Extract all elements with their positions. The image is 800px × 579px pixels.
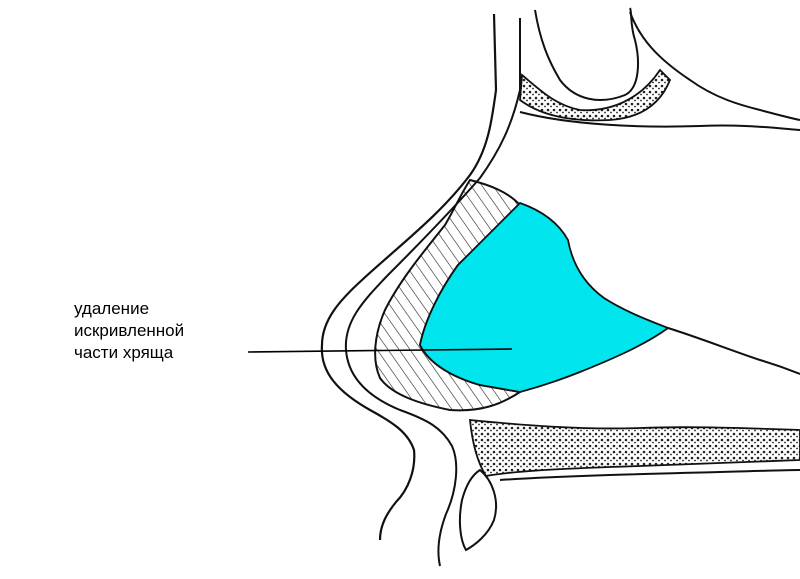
incisor-outline (458, 468, 498, 552)
palate-lower-line (499, 469, 800, 481)
annotation-leader-line (247, 348, 513, 353)
vomer-line (667, 327, 800, 375)
sphenoid-outline (629, 11, 800, 121)
hard-palate (468, 418, 800, 477)
nasal-bone-upper (534, 7, 639, 101)
annotation-line-3: части хряща (74, 343, 174, 362)
annotation-line-2: искривленной (74, 321, 185, 340)
nasal-skin-inner-line (344, 18, 521, 567)
removed-cartilage-region (419, 201, 670, 393)
annotation-label: удаление искривленной части хряща (74, 298, 184, 364)
nose-profile-outline (320, 13, 498, 541)
skull-base-line (519, 111, 800, 131)
nasal-bone-upper-shaded (519, 68, 672, 122)
annotation-line-1: удаление (74, 299, 150, 318)
